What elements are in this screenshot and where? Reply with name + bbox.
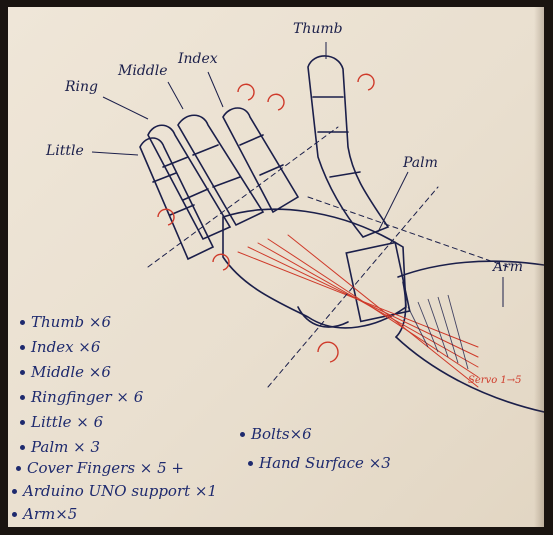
bullet-icon xyxy=(16,466,21,471)
ring-pointer xyxy=(103,97,148,119)
parts-item: Little × 6 xyxy=(20,413,103,431)
palm-pointer xyxy=(378,172,408,232)
little-finger-outline xyxy=(140,138,213,259)
label-ring: Ring xyxy=(65,79,98,95)
parts-item: Bolts×6 xyxy=(240,425,312,443)
parts-item: Middle ×6 xyxy=(20,363,111,381)
label-thumb: Thumb xyxy=(293,21,343,37)
index-finger-outline xyxy=(223,108,298,212)
paper-sheet: Thumb Index Middle Ring Little Palm Arm … xyxy=(8,7,544,527)
label-servo: Servo 1→5 xyxy=(468,375,522,386)
bullet-icon xyxy=(240,432,245,437)
bullet-icon xyxy=(248,461,253,466)
label-arm: Arm xyxy=(493,259,523,275)
parts-item: Palm × 3 xyxy=(20,438,100,456)
ring-finger-outline xyxy=(148,125,230,239)
bullet-icon xyxy=(20,395,25,400)
thumb-outline xyxy=(308,56,388,237)
label-middle: Middle xyxy=(118,63,168,79)
parts-item: Cover Fingers × 5 + xyxy=(16,459,184,477)
parts-item: Index ×6 xyxy=(20,338,100,356)
parts-item: Arduino UNO support ×1 xyxy=(12,482,217,500)
bullet-icon xyxy=(20,445,25,450)
index-pointer xyxy=(208,72,223,107)
bullet-icon xyxy=(20,370,25,375)
bullet-icon xyxy=(12,512,17,517)
label-little: Little xyxy=(46,143,84,159)
label-palm: Palm xyxy=(403,155,438,171)
bullet-icon xyxy=(20,345,25,350)
parts-item: Hand Surface ×3 xyxy=(248,454,391,472)
label-index: Index xyxy=(178,51,218,67)
little-pointer xyxy=(92,152,138,155)
parts-item: Ringfinger × 6 xyxy=(20,388,143,406)
bullet-icon xyxy=(20,320,25,325)
bullet-icon xyxy=(20,420,25,425)
bullet-icon xyxy=(12,489,17,494)
palm-outline xyxy=(223,209,406,328)
parts-item: Arm×5 xyxy=(12,505,77,523)
middle-pointer xyxy=(168,82,183,109)
parts-item: Thumb ×6 xyxy=(20,313,111,331)
